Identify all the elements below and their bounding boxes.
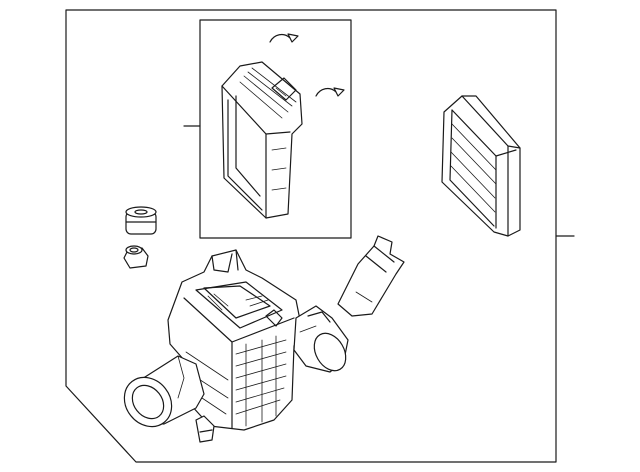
assembly-frame — [65, 9, 557, 463]
grommet-icon — [125, 206, 157, 235]
inlet-tube — [123, 355, 205, 428]
air-cleaner-housing — [167, 249, 349, 443]
clip-icon — [269, 33, 299, 43]
filter-box-inset — [199, 19, 352, 239]
nut-icon — [123, 245, 149, 269]
clip-icon — [315, 87, 345, 97]
filter-housing-part — [221, 61, 303, 219]
clip-icon — [265, 309, 283, 327]
mass-airflow-sensor — [337, 235, 405, 317]
air-filter-element — [441, 95, 521, 237]
